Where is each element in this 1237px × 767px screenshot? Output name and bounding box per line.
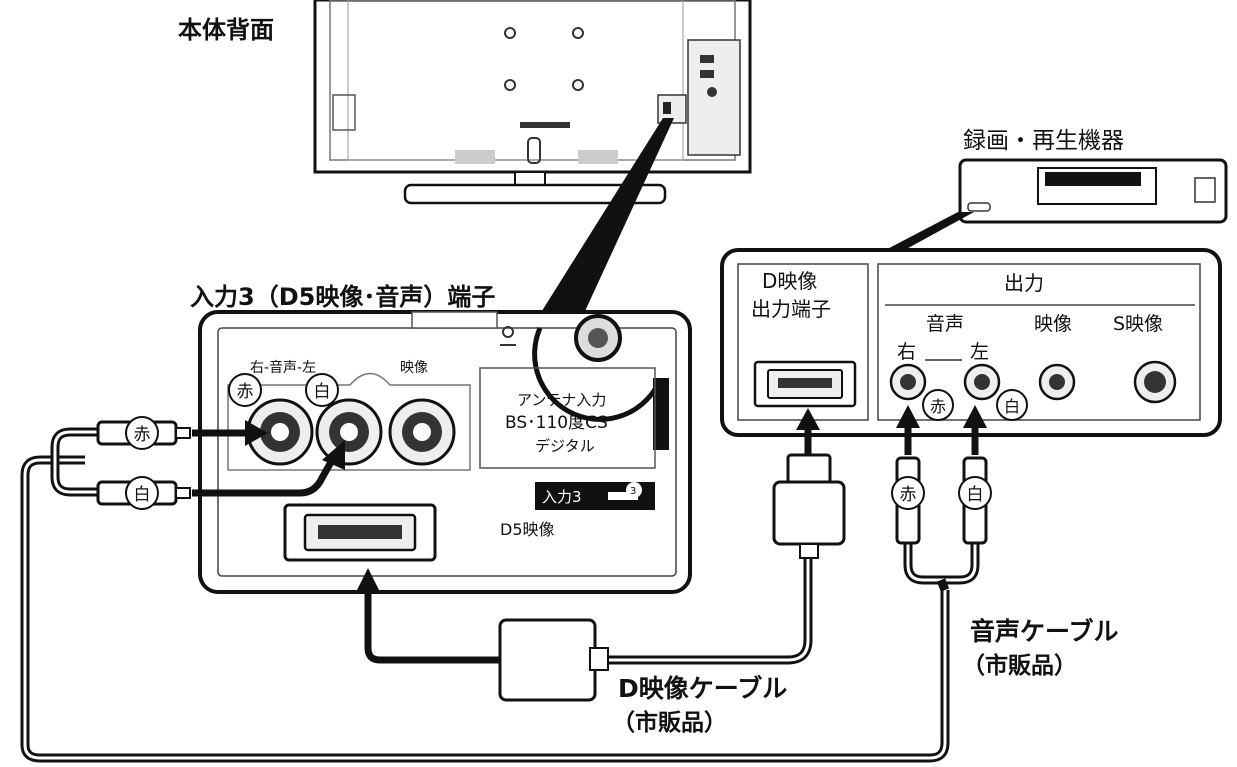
- svg-text:白: 白: [967, 485, 984, 505]
- antenna-line1: アンテナ入力: [517, 391, 606, 409]
- d-cable-label-line2: （市販品）: [612, 709, 727, 736]
- panel-white-marker: 白: [305, 373, 339, 407]
- video-label: 映像: [1034, 313, 1072, 335]
- output-plug-red: 赤: [891, 456, 925, 545]
- svg-text:白: 白: [314, 382, 331, 402]
- s-video-label: S映像: [1113, 313, 1163, 335]
- output-plug-white: 白: [958, 456, 992, 545]
- d-cable-label-line1: D映像ケーブル: [618, 674, 787, 703]
- panel-red-marker: 赤: [228, 373, 262, 407]
- d-plug-left: [498, 618, 609, 702]
- input-terminal-title: 入力3（D5映像･音声）端子: [190, 283, 495, 311]
- svg-text:赤: 赤: [930, 397, 946, 416]
- tv-back-illustration: [313, 0, 752, 205]
- zoom-wedge: [535, 118, 674, 322]
- output-label: 出力: [1004, 271, 1044, 295]
- audio-plug-red: 赤: [96, 416, 191, 450]
- audio-label: 音声: [926, 313, 964, 335]
- antenna-line3: デジタル: [535, 437, 595, 455]
- svg-text:白: 白: [1004, 397, 1020, 416]
- audio-cable-label-line2: （市販品）: [962, 652, 1077, 679]
- input3-panel: [198, 310, 692, 594]
- panel-video-label: 映像: [400, 360, 428, 376]
- right-label: 右: [897, 341, 916, 363]
- svg-text:白: 白: [134, 485, 151, 505]
- left-label: 左: [970, 341, 989, 363]
- d-out-label-line1: D映像: [762, 269, 817, 293]
- output-white-marker: 白: [996, 389, 1028, 421]
- output-red-marker: 赤: [922, 389, 954, 421]
- recorder-device: [958, 158, 1228, 224]
- input3-badge-number: 3: [630, 486, 636, 497]
- tv-back-label: 本体背面: [178, 16, 274, 44]
- recorder-label: 録画・再生機器: [963, 128, 1124, 154]
- audio-plug-white: 白: [96, 476, 191, 510]
- input3-badge: 入力3: [542, 488, 582, 506]
- d-plug-right: [772, 453, 846, 559]
- svg-text:赤: 赤: [900, 485, 917, 505]
- svg-text:赤: 赤: [237, 382, 254, 402]
- d-out-label-line2: 出力端子: [751, 297, 831, 321]
- audio-cable-label-line1: 音声ケーブル: [970, 617, 1119, 646]
- antenna-line2: BS･110度CS: [505, 413, 608, 433]
- svg-text:赤: 赤: [134, 425, 151, 445]
- panel-audio-label: 右-音声-左: [250, 359, 316, 376]
- d5-video-label: D5映像: [500, 520, 555, 539]
- recorder-output-panel: [720, 248, 1222, 437]
- arrow-white-in: [192, 453, 339, 497]
- recorder-zoom-wedge: [870, 212, 974, 258]
